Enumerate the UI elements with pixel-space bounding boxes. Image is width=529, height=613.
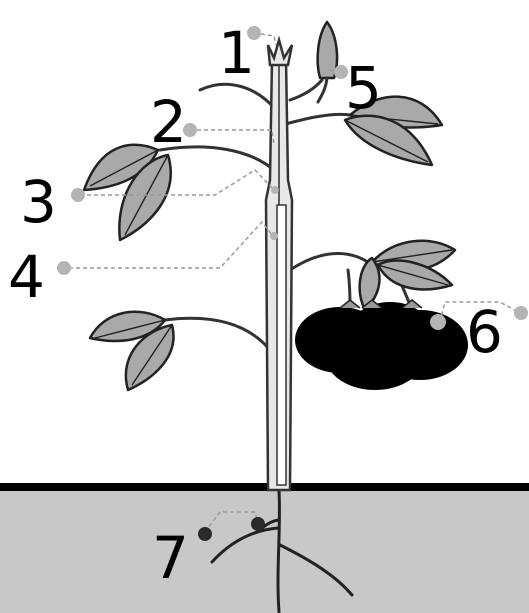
label-1: 1 bbox=[218, 19, 255, 87]
dot-node bbox=[271, 186, 279, 194]
stem-cutaway bbox=[277, 205, 286, 485]
label-3: 3 bbox=[20, 168, 57, 236]
label-5: 5 bbox=[345, 54, 382, 122]
dot-3 bbox=[71, 188, 85, 202]
dot-6a bbox=[430, 314, 446, 330]
label-4: 4 bbox=[8, 243, 45, 311]
label-7: 7 bbox=[152, 524, 189, 592]
dot-stem bbox=[270, 232, 278, 240]
soil bbox=[0, 487, 529, 613]
dot-7a bbox=[198, 527, 212, 541]
flower-bud bbox=[318, 22, 337, 78]
dot-6b bbox=[514, 306, 528, 320]
label-6: 6 bbox=[466, 298, 503, 366]
dot-7b bbox=[251, 517, 265, 531]
growing-tip bbox=[268, 40, 292, 65]
dot-4 bbox=[57, 261, 71, 275]
ground-line bbox=[0, 483, 529, 491]
label-2: 2 bbox=[150, 88, 187, 156]
